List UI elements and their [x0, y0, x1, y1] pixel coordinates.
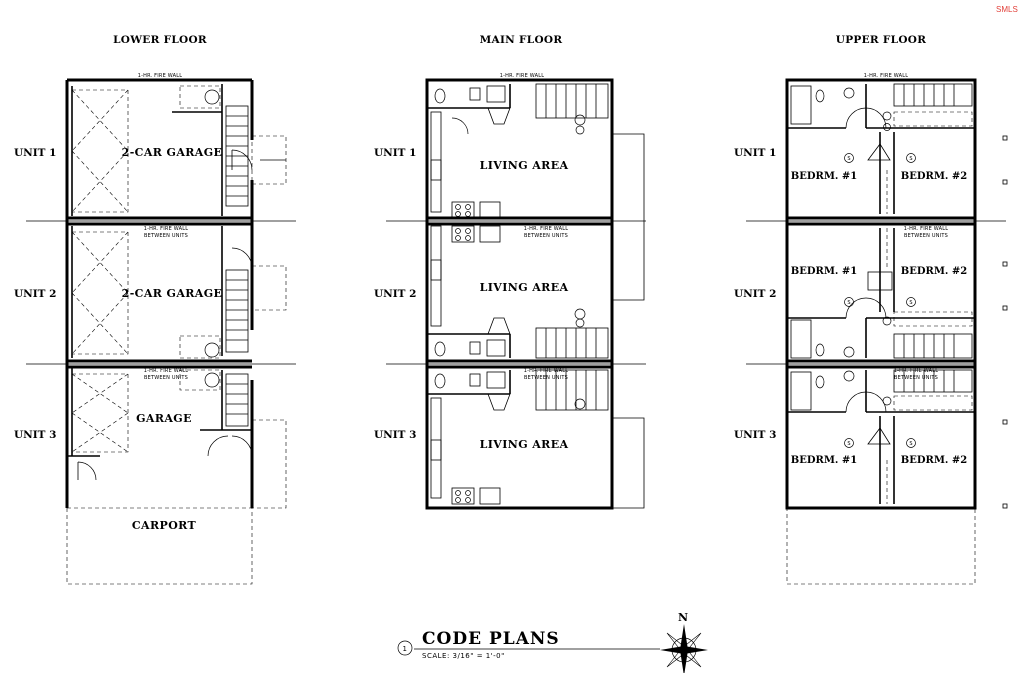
unit-label: UNIT 1: [374, 147, 416, 159]
main-unit-labels: UNIT 1 UNIT 2 UNIT 3: [374, 147, 416, 441]
fire-wall-note: 1-HR. FIRE WALL: [864, 73, 908, 79]
room-label-bedroom-2: BEDRM. #2: [901, 455, 967, 466]
room-label-living-area: LIVING AREA: [480, 281, 569, 294]
smoke-detectors: S S S S S S: [844, 153, 916, 448]
room-label-living-area: LIVING AREA: [480, 438, 569, 451]
fire-wall-note: 1-HR. FIRE WALL: [904, 226, 948, 232]
unit-label: UNIT 1: [734, 147, 776, 159]
fire-wall-note: 1-HR. FIRE WALL: [144, 368, 188, 374]
drawing-scale: SCALE: 3/16" = 1'-0": [422, 652, 505, 660]
unit-label: UNIT 3: [14, 429, 56, 441]
smoke-detector-icon: S: [909, 441, 912, 447]
north-label: N: [678, 611, 688, 624]
fire-wall-note: 1-HR. FIRE WALL: [524, 226, 568, 232]
upper-floor-title: UPPER FLOOR: [836, 34, 927, 46]
title-block: 1 CODE PLANS SCALE: 3/16" = 1'-0": [397, 629, 660, 660]
smoke-detector-icon: S: [847, 300, 850, 306]
between-units-note: BETWEEN UNITS: [524, 233, 568, 239]
room-label-living-area: LIVING AREA: [480, 159, 569, 172]
between-units-note: BETWEEN UNITS: [524, 375, 568, 381]
lower-unit-labels: UNIT 1 UNIT 2 UNIT 3: [14, 147, 56, 441]
between-units-note: BETWEEN UNITS: [904, 233, 948, 239]
fire-wall-note: 1-HR. FIRE WALL: [138, 73, 182, 79]
smoke-detector-icon: S: [909, 300, 912, 306]
smoke-detector-icon: S: [909, 156, 912, 162]
unit-label: UNIT 1: [14, 147, 56, 159]
room-label-garage: 2-CAR GARAGE: [122, 146, 223, 159]
between-units-note: BETWEEN UNITS: [144, 233, 188, 239]
drawing-title: CODE PLANS: [422, 629, 560, 649]
fire-wall-note: 1-HR. FIRE WALL: [500, 73, 544, 79]
between-units-note: BETWEEN UNITS: [144, 375, 188, 381]
room-label-bedroom-2: BEDRM. #2: [901, 171, 967, 182]
unit-label: UNIT 2: [374, 288, 416, 300]
drawing-number: 1: [403, 645, 408, 653]
unit-label: UNIT 3: [374, 429, 416, 441]
room-label-garage: GARAGE: [136, 412, 192, 425]
unit-label: UNIT 2: [14, 288, 56, 300]
smoke-detector-icon: S: [847, 441, 850, 447]
between-units-note: BETWEEN UNITS: [894, 375, 938, 381]
fire-wall-note: 1-HR. FIRE WALL: [894, 368, 938, 374]
north-arrow-icon: N: [660, 611, 708, 673]
room-label-bedroom-1: BEDRM. #1: [791, 171, 857, 182]
main-floor-plan: 1-HR. FIRE WALL 1-HR. FIRE WALL BETWEEN …: [386, 73, 646, 510]
lower-floor-plan: 1-HR. FIRE WALL 1-HR. FIRE WALL BETWEEN …: [26, 73, 296, 585]
room-label-carport: CARPORT: [132, 519, 197, 532]
fire-wall-note: 1-HR. FIRE WALL: [144, 226, 188, 232]
smoke-detector-icon: S: [847, 156, 850, 162]
room-label-bedroom-1: BEDRM. #1: [791, 455, 857, 466]
unit-label: UNIT 2: [734, 288, 776, 300]
fire-wall-note: 1-HR. FIRE WALL: [524, 368, 568, 374]
unit-label: UNIT 3: [734, 429, 776, 441]
brand-watermark: SMLS: [996, 5, 1018, 14]
room-label-garage: 2-CAR GARAGE: [122, 287, 223, 300]
room-label-bedroom-1: BEDRM. #1: [791, 266, 857, 277]
main-floor-title: MAIN FLOOR: [480, 34, 563, 46]
upper-unit-labels: UNIT 1 UNIT 2 UNIT 3: [734, 147, 776, 441]
lower-floor-title: LOWER FLOOR: [113, 34, 207, 46]
room-label-bedroom-2: BEDRM. #2: [901, 266, 967, 277]
upper-floor-plan: S S S S S S 1-HR. FIRE WALL 1-HR. FIRE W…: [746, 73, 1008, 585]
